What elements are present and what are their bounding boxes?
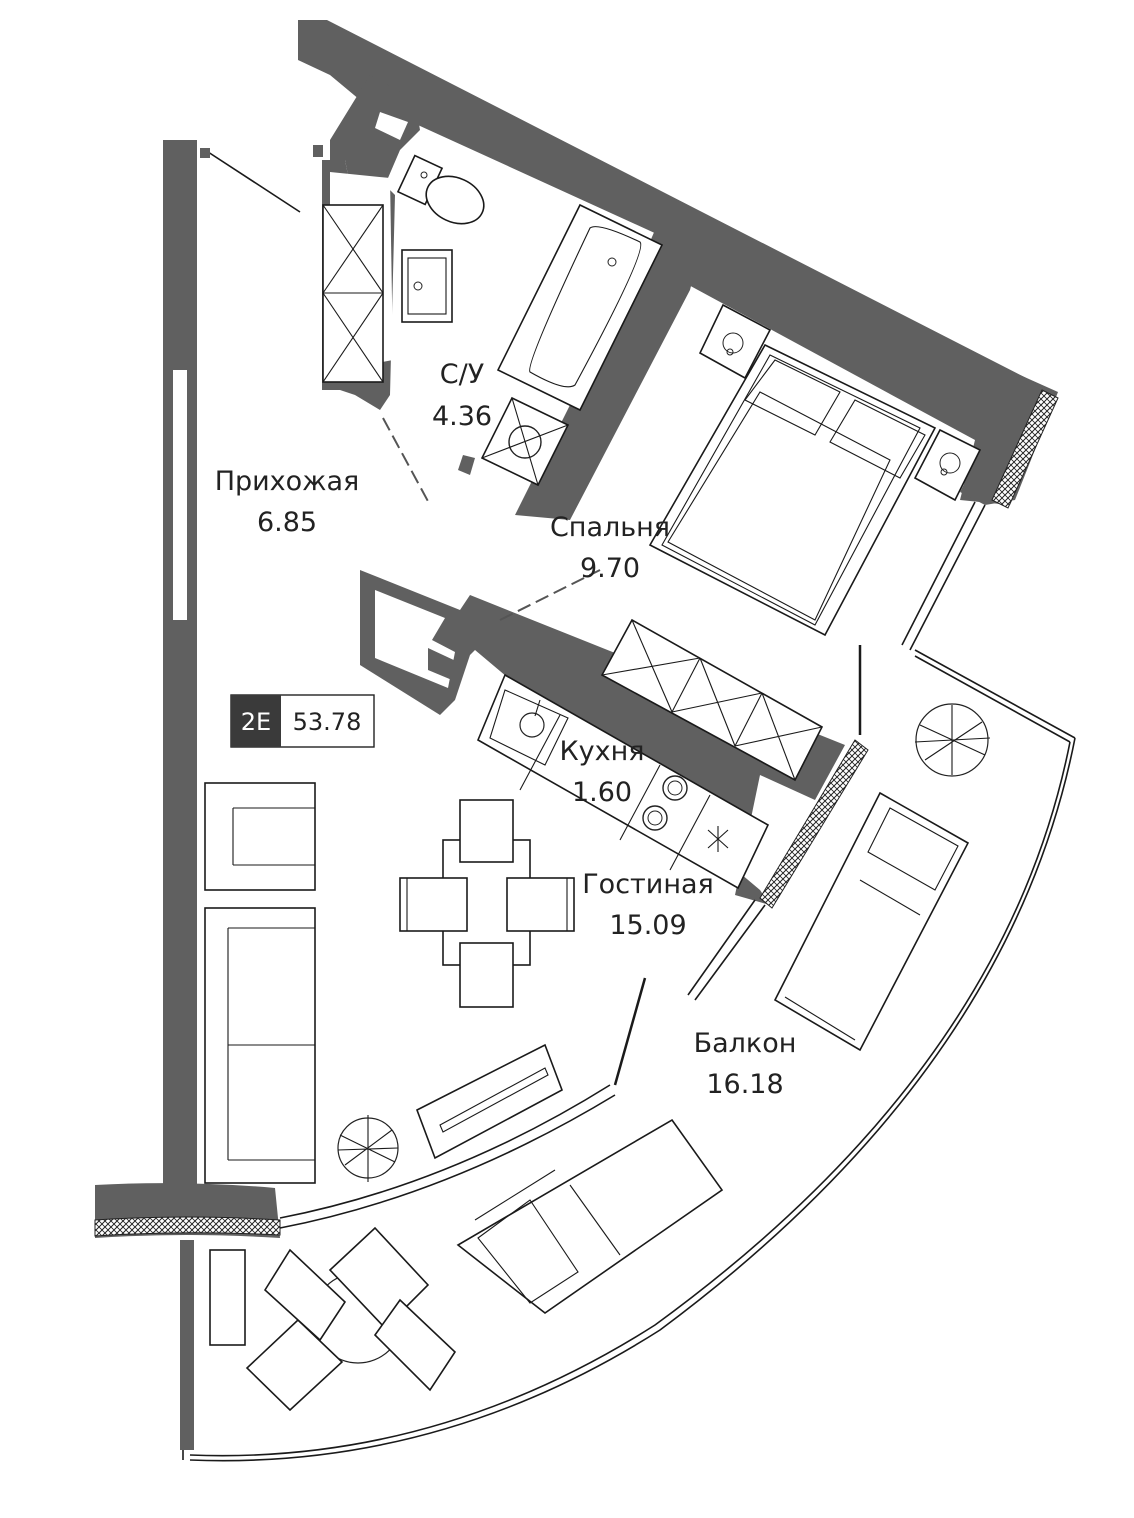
- room-area-kitchen: 1.60: [572, 777, 632, 808]
- bed: [648, 343, 937, 637]
- sofa: [204, 907, 316, 1184]
- apartment-type: 2E: [241, 708, 271, 736]
- kitchen-counter: [476, 673, 770, 890]
- badge-type-box: [231, 695, 281, 747]
- sink: [401, 249, 453, 323]
- room-name-bath: С/У: [440, 359, 484, 390]
- bedroom-furniture: [648, 303, 982, 637]
- bathroom-entry-wall: [330, 75, 420, 185]
- nightstand-right: [913, 428, 982, 502]
- living-furniture: [204, 782, 575, 1184]
- room-name-balcony: Балкон: [694, 1028, 797, 1059]
- bathtub: [496, 203, 664, 412]
- glazing: [200, 145, 986, 1229]
- left-exterior-wall: [163, 140, 197, 1188]
- lounger-right: [773, 791, 970, 1052]
- room-area-balcony: 16.18: [706, 1069, 783, 1100]
- kitchen-vent-icon: [707, 826, 729, 852]
- apartment-total-area: 53.78: [293, 708, 362, 736]
- washing-machine: [480, 396, 570, 487]
- room-area-living: 15.09: [609, 910, 686, 941]
- balcony-furniture: [209, 703, 991, 1412]
- room-area-bath: 4.36: [432, 401, 492, 432]
- tv-stand: [415, 1043, 563, 1160]
- bathroom-fixtures: [396, 154, 664, 487]
- facade-hatching: [94, 389, 1059, 1237]
- dining-set: [399, 799, 575, 1008]
- plant-balcony: [914, 703, 991, 777]
- outdoor-dining: [209, 1226, 457, 1412]
- room-name-hall: Прихожая: [215, 466, 360, 497]
- plant-living: [337, 1115, 399, 1182]
- room-name-kitchen: Кухня: [559, 736, 644, 767]
- room-area-bedroom: 9.70: [580, 553, 640, 584]
- bath-stub-wall: [458, 455, 475, 475]
- room-name-bedroom: Спальня: [550, 512, 670, 543]
- room-labels: С/У 4.36 Прихожая 6.85 Спальня 9.70 Кухн…: [215, 359, 797, 1100]
- door-swings: [382, 417, 862, 1086]
- balcony-outline: [180, 649, 1076, 1462]
- armchair: [204, 782, 316, 891]
- kitchen-upper-cabinets: [600, 618, 824, 782]
- room-name-living: Гостиная: [582, 869, 714, 900]
- room-area-hall: 6.85: [257, 507, 317, 538]
- toilet: [396, 154, 485, 225]
- nightstand-left: [698, 303, 772, 380]
- bath-bedroom-partition: [515, 230, 700, 520]
- apartment-badge: 2E 53.78: [230, 694, 375, 748]
- hall-closet: [322, 204, 384, 383]
- kitchen-furniture: [476, 618, 824, 890]
- lounger-bottom: [456, 1118, 724, 1314]
